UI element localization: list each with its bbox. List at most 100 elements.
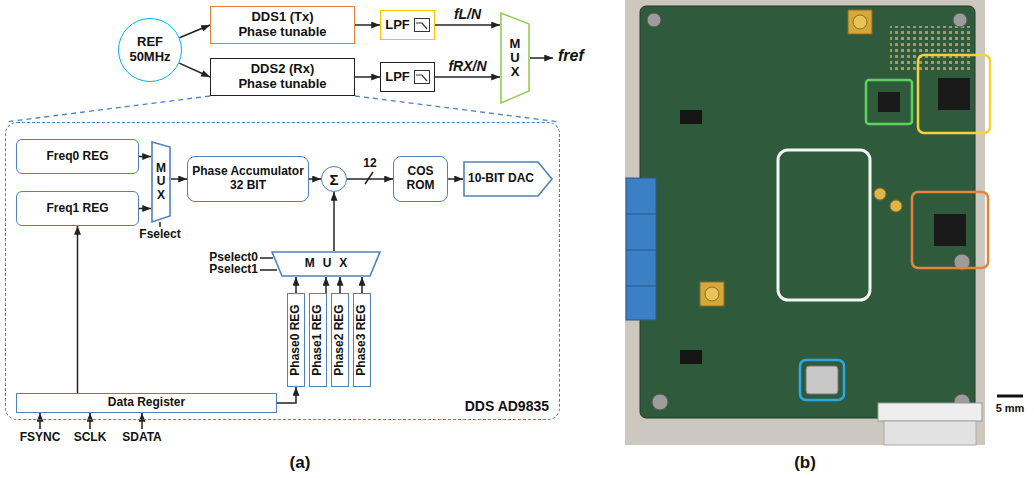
node-text: MUX — [509, 37, 522, 80]
connector — [361, 277, 363, 293]
zoom-line — [5, 96, 210, 122]
register-box: Data Register — [16, 393, 277, 413]
shape-fill — [464, 162, 552, 196]
ic-chip — [938, 78, 970, 110]
connector — [139, 208, 151, 210]
connector — [435, 76, 500, 78]
signal-label: Pselect1 — [209, 263, 258, 277]
node-text: Phase3 REG — [355, 304, 369, 375]
regulator — [680, 350, 702, 364]
ic-chip — [934, 214, 966, 246]
shape-fill — [152, 142, 170, 222]
connector — [435, 24, 500, 26]
select-line — [260, 269, 277, 271]
highlight-frame — [778, 150, 870, 300]
mounting-screw — [647, 13, 661, 27]
signal-label: (a) — [290, 453, 311, 473]
lowpass-filter: LPF — [380, 10, 435, 40]
sma-connector — [848, 10, 872, 34]
connector — [180, 25, 211, 38]
filter-symbol-frame — [414, 19, 429, 32]
node-text: MUX — [155, 162, 167, 202]
pin-header — [890, 26, 970, 72]
terminal-block — [626, 178, 656, 320]
multiplexer: MUX — [271, 251, 381, 277]
rom-box: COS ROM — [393, 156, 448, 202]
multiplexer: MUX — [500, 12, 530, 104]
node-text: Data Register — [108, 396, 185, 410]
connector — [295, 277, 297, 293]
mounting-screw — [652, 394, 668, 410]
connector — [179, 63, 210, 77]
input-arrow — [141, 413, 143, 429]
multiplexer: MUX — [151, 141, 171, 223]
select-line — [260, 257, 273, 259]
connector — [339, 277, 341, 293]
mounting-screw — [953, 13, 967, 27]
test-point — [874, 188, 886, 200]
node-text: MUX — [305, 257, 356, 271]
edge-label: 12 — [361, 157, 378, 171]
adder-circle: Σ — [321, 166, 347, 192]
connector — [347, 178, 393, 180]
register-box: Freq1 REG — [16, 191, 139, 226]
accumulator-box: Phase Accumulator 32 BIT — [187, 156, 309, 202]
node-text: Phase Accumulator 32 BIT — [192, 165, 304, 193]
node-text: DDS2 (Rx) Phase tunable — [233, 62, 333, 92]
highlight-frame — [918, 55, 990, 133]
test-point — [890, 200, 902, 212]
shape-fill — [272, 252, 380, 276]
sma-connector — [705, 287, 719, 301]
signal-label: SCLK — [74, 431, 107, 445]
bus-slash — [365, 172, 373, 184]
dds-box: DDS2 (Rx) Phase tunable — [210, 58, 355, 96]
output-arrow — [530, 57, 553, 59]
sma-connector — [700, 282, 724, 306]
node-text: Freq1 REG — [46, 202, 108, 216]
input-arrow — [39, 413, 41, 429]
signal-label: fref — [558, 47, 584, 65]
ic-chip — [878, 92, 900, 112]
highlight-frame — [866, 80, 912, 124]
node-text: DDS1 (Tx) Phase tunable — [233, 10, 333, 40]
filter-symbol-frame — [414, 71, 429, 84]
connector — [77, 226, 79, 393]
ribbon-connector — [878, 403, 982, 421]
node-text: REF 50MHz — [119, 35, 181, 65]
shape-fill — [501, 13, 529, 103]
register-box: Phase3 REG — [353, 293, 371, 387]
node-text: Phase2 REG — [333, 304, 347, 375]
input-arrow — [89, 413, 91, 429]
highlight-frame — [912, 192, 988, 268]
signal-label: (b) — [794, 453, 816, 473]
connector — [325, 277, 327, 293]
edge-label: fRX/N — [446, 58, 488, 74]
node-text: COS ROM — [401, 165, 441, 193]
highlight-frame — [800, 360, 844, 400]
dds-chip-region: DDS AD9835Freq0 REGFreq1 REGMUXPhase Acc… — [5, 122, 560, 420]
dds-box: DDS1 (Tx) Phase tunable — [210, 6, 355, 44]
register-box: Phase1 REG — [309, 293, 327, 387]
filter-symbol — [414, 70, 430, 84]
connector — [448, 178, 463, 180]
connector — [333, 192, 335, 251]
signal-label: 5 mm — [996, 402, 1025, 415]
select-line — [159, 222, 161, 227]
regulator — [680, 110, 702, 124]
filter-symbol-curve — [416, 75, 427, 81]
register-box: Phase2 REG — [331, 293, 349, 387]
node-text: Phase1 REG — [311, 304, 325, 375]
node-text: Σ — [329, 172, 338, 187]
node-text: Freq0 REG — [46, 150, 108, 164]
connector — [355, 24, 380, 26]
node-text: LPF — [385, 70, 410, 85]
node-text: LPF — [385, 18, 410, 33]
reference-clock: REF 50MHz — [118, 18, 182, 82]
ribbon-cable — [884, 421, 976, 445]
crystal-oscillator — [806, 366, 838, 394]
node-text: Phase0 REG — [289, 304, 303, 375]
connector — [355, 76, 380, 78]
signal-label: Fselect — [139, 228, 180, 242]
sma-connector — [853, 15, 867, 29]
register-box: Phase0 REG — [287, 293, 305, 387]
